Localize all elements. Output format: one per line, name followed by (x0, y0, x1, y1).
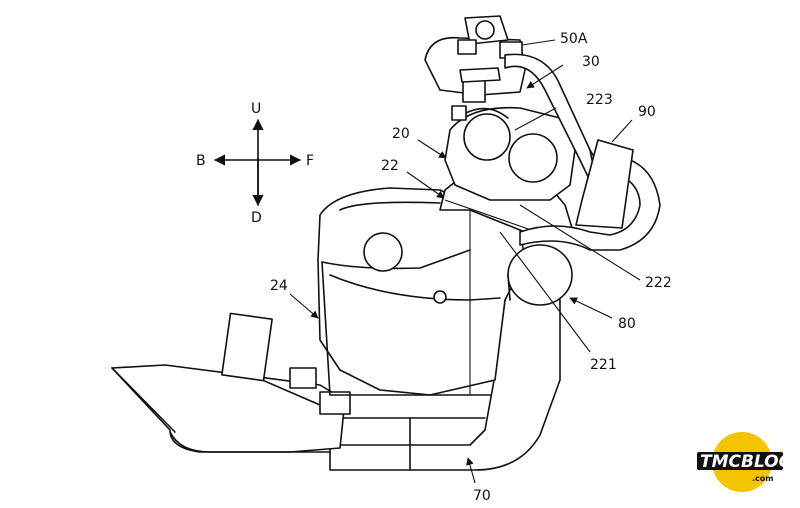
muffler-body (112, 313, 350, 452)
label-80: 80 (618, 316, 636, 332)
label-70: 70 (473, 488, 491, 504)
logo-suffix: .com (752, 474, 774, 483)
label-20: 20 (392, 126, 410, 142)
label-24: 24 (270, 278, 288, 294)
label-22: 22 (381, 158, 399, 174)
label-223: 223 (586, 92, 613, 108)
label-222: 222 (645, 275, 672, 291)
label-50a: 50A (560, 31, 588, 47)
direction-compass: U D B F (196, 101, 314, 226)
cylinder-head-20 (445, 108, 575, 200)
watermark-logo: TMCBLOG .com (697, 432, 793, 492)
label-221: 221 (590, 357, 617, 373)
direction-back-label: B (196, 153, 206, 169)
intake-assembly-50a (425, 16, 525, 120)
direction-up-label: U (251, 101, 261, 117)
direction-down-label: D (251, 210, 262, 226)
direction-front-label: F (306, 153, 314, 169)
label-30: 30 (582, 54, 600, 70)
logo-text: TMCBLOG (700, 452, 793, 472)
label-90: 90 (638, 104, 656, 120)
